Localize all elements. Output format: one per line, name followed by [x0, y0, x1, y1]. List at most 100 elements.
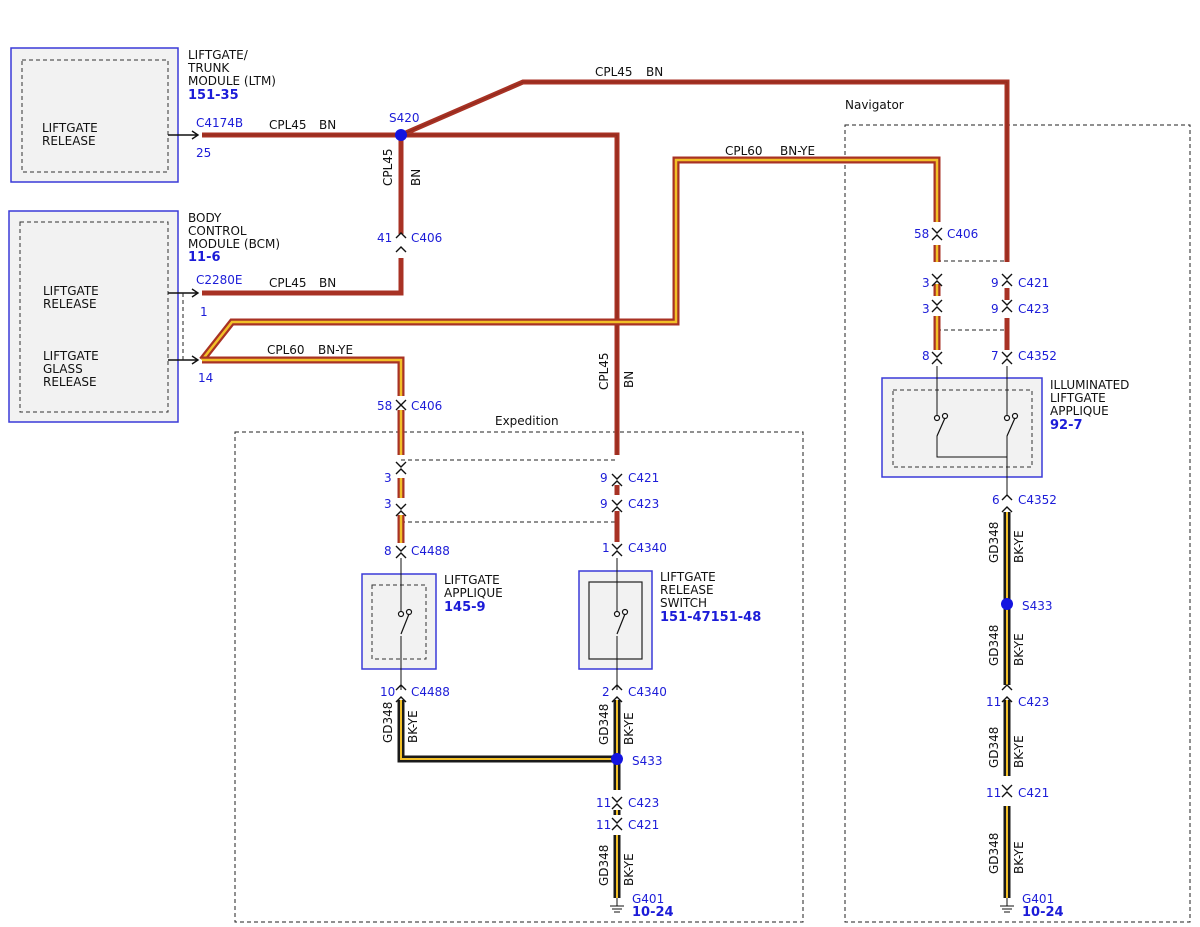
- connector-c4352[interactable]: C4352: [1018, 349, 1057, 363]
- wire-bcm-glass-to-c406[interactable]: [202, 360, 401, 396]
- wire-label-bkye: BK-YE: [1012, 633, 1026, 666]
- connector-c4488[interactable]: C4488: [411, 544, 450, 558]
- bcm-liftgate-release-label: LIFTGATE: [43, 284, 99, 298]
- navigator-region: [844, 124, 1191, 923]
- ltm-title-3: MODULE (LTM): [188, 74, 276, 88]
- ltm-title-1: LIFTGATE/: [188, 48, 249, 62]
- chevron-icon: [931, 299, 943, 313]
- pin-number: 41: [377, 231, 392, 245]
- wire-s420-to-c421-exp[interactable]: [401, 132, 620, 455]
- pin-number: 11: [596, 818, 611, 832]
- chevron-icon: [1001, 684, 1013, 703]
- splice-s433-nav-label: S433: [1022, 599, 1053, 613]
- switch-contact-icon: [1003, 414, 1011, 422]
- bcm-ref-link[interactable]: 11-6: [188, 250, 221, 265]
- bcm-module-inner: [19, 221, 169, 413]
- release-switch-ref-link[interactable]: 151-47151-48: [660, 610, 761, 625]
- pin-number: 3: [922, 302, 930, 316]
- wire-label-bn: BN: [409, 169, 423, 186]
- pin-number: 1: [200, 305, 208, 319]
- chevron-icon: [1001, 784, 1013, 798]
- connector-c423[interactable]: C423: [628, 796, 659, 810]
- wire-label-cpl45: CPL45: [597, 352, 611, 390]
- bcm-title-2: CONTROL: [188, 224, 247, 238]
- connector-c4488[interactable]: C4488: [411, 685, 450, 699]
- bcm-title-3: MODULE (BCM): [188, 237, 280, 251]
- pin-number: 6: [992, 493, 1000, 507]
- chevron-icon: [931, 227, 943, 241]
- connector-c421[interactable]: C421: [628, 471, 659, 485]
- ground-ref-link[interactable]: 10-24: [632, 905, 674, 920]
- pin-number: 9: [600, 471, 608, 485]
- wire-s420-to-c421-nav[interactable]: [400, 79, 1010, 262]
- switch-contact-icon: [621, 608, 629, 616]
- splice-s420-dot[interactable]: [395, 129, 407, 141]
- chevron-icon: [395, 461, 407, 475]
- illuminated-applique-inner: [892, 389, 1033, 468]
- connector-c423[interactable]: C423: [1018, 695, 1049, 709]
- connector-symbols: [168, 130, 1013, 831]
- wire-label-gd348: GD348: [597, 845, 611, 886]
- splice-s420-label: S420: [389, 111, 420, 125]
- connector-c423[interactable]: C423: [628, 497, 659, 511]
- ground-icons: [610, 898, 1014, 913]
- pin-number: 8: [922, 349, 930, 363]
- wire-label-gd348: GD348: [597, 704, 611, 745]
- wire-label-cpl60: CPL60: [267, 343, 305, 357]
- chevron-icon: [611, 499, 623, 513]
- wire-label-gd348: GD348: [381, 702, 395, 743]
- chevron-icon: [1001, 494, 1013, 513]
- chevron-icon: [1001, 299, 1013, 313]
- pin-number: 9: [991, 302, 999, 316]
- illuminated-applique-title-1: ILLUMINATED: [1050, 378, 1129, 392]
- ltm-ref-link[interactable]: 151-35: [188, 88, 239, 103]
- chevron-icon: [611, 796, 623, 810]
- connector-c421[interactable]: C421: [628, 818, 659, 832]
- liftgate-applique-ref-link[interactable]: 145-9: [444, 600, 486, 615]
- connector-c406[interactable]: C406: [947, 227, 978, 241]
- connector-c4340[interactable]: C4340: [628, 685, 667, 699]
- pin-number: 25: [196, 146, 211, 160]
- ltm-release-label-2: RELEASE: [42, 134, 96, 148]
- cpl60-bnye-wires: [199, 156, 941, 543]
- wire-bcm-glass-to-nav-c406[interactable]: [202, 160, 937, 360]
- connector-c406[interactable]: C406: [411, 399, 442, 413]
- wire-label-cpl45: CPL45: [381, 148, 395, 186]
- wire-label-gd348: GD348: [987, 727, 1001, 768]
- wire-segment: [614, 288, 1010, 542]
- switch-contact-icon: [613, 610, 621, 618]
- connector-c2280e[interactable]: C2280E: [196, 273, 243, 287]
- ground-icon: [610, 898, 624, 913]
- pin-number: 3: [384, 471, 392, 485]
- ltm-module-inner: [21, 59, 169, 173]
- splice-s433-nav-dot[interactable]: [1001, 598, 1013, 610]
- splice-s433-exp-dot[interactable]: [611, 753, 623, 765]
- release-switch-title-1: LIFTGATE: [660, 570, 716, 584]
- illuminated-applique-module: ILLUMINATED LIFTGATE APPLIQUE 92-7: [881, 377, 1129, 478]
- connector-c421[interactable]: C421: [1018, 276, 1049, 290]
- pin-number: 9: [600, 497, 608, 511]
- wire-bcm-to-c406[interactable]: [202, 258, 404, 296]
- wire-label-gd348: GD348: [987, 833, 1001, 874]
- expedition-region-label: Expedition: [495, 414, 559, 428]
- wire-label-cpl45: CPL45: [269, 118, 307, 132]
- chevron-icon: [1001, 273, 1013, 287]
- connector-c4352[interactable]: C4352: [1018, 493, 1057, 507]
- ground-ref-link[interactable]: 10-24: [1022, 905, 1064, 920]
- illuminated-applique-ref-link[interactable]: 92-7: [1050, 418, 1083, 433]
- ground-icon: [1000, 898, 1014, 913]
- bcm-module: LIFTGATE RELEASE LIFTGATE GLASS RELEASE …: [8, 210, 280, 423]
- ground-g401[interactable]: G401: [1022, 892, 1054, 906]
- switch-contact-icon: [933, 414, 941, 422]
- ground-g401[interactable]: G401: [632, 892, 664, 906]
- wire-label-bkye: BK-YE: [1012, 735, 1026, 768]
- connector-c4174b[interactable]: C4174B: [196, 116, 243, 130]
- connector-c423[interactable]: C423: [1018, 302, 1049, 316]
- connector-c406[interactable]: C406: [411, 231, 442, 245]
- connector-c421[interactable]: C421: [1018, 786, 1049, 800]
- pin-number: 10: [380, 685, 395, 699]
- illuminated-applique-title-2: LIFTGATE: [1050, 391, 1106, 405]
- connector-c4340[interactable]: C4340: [628, 541, 667, 555]
- release-switch-title-3: SWITCH: [660, 596, 707, 610]
- switch-contact-icon: [405, 608, 413, 616]
